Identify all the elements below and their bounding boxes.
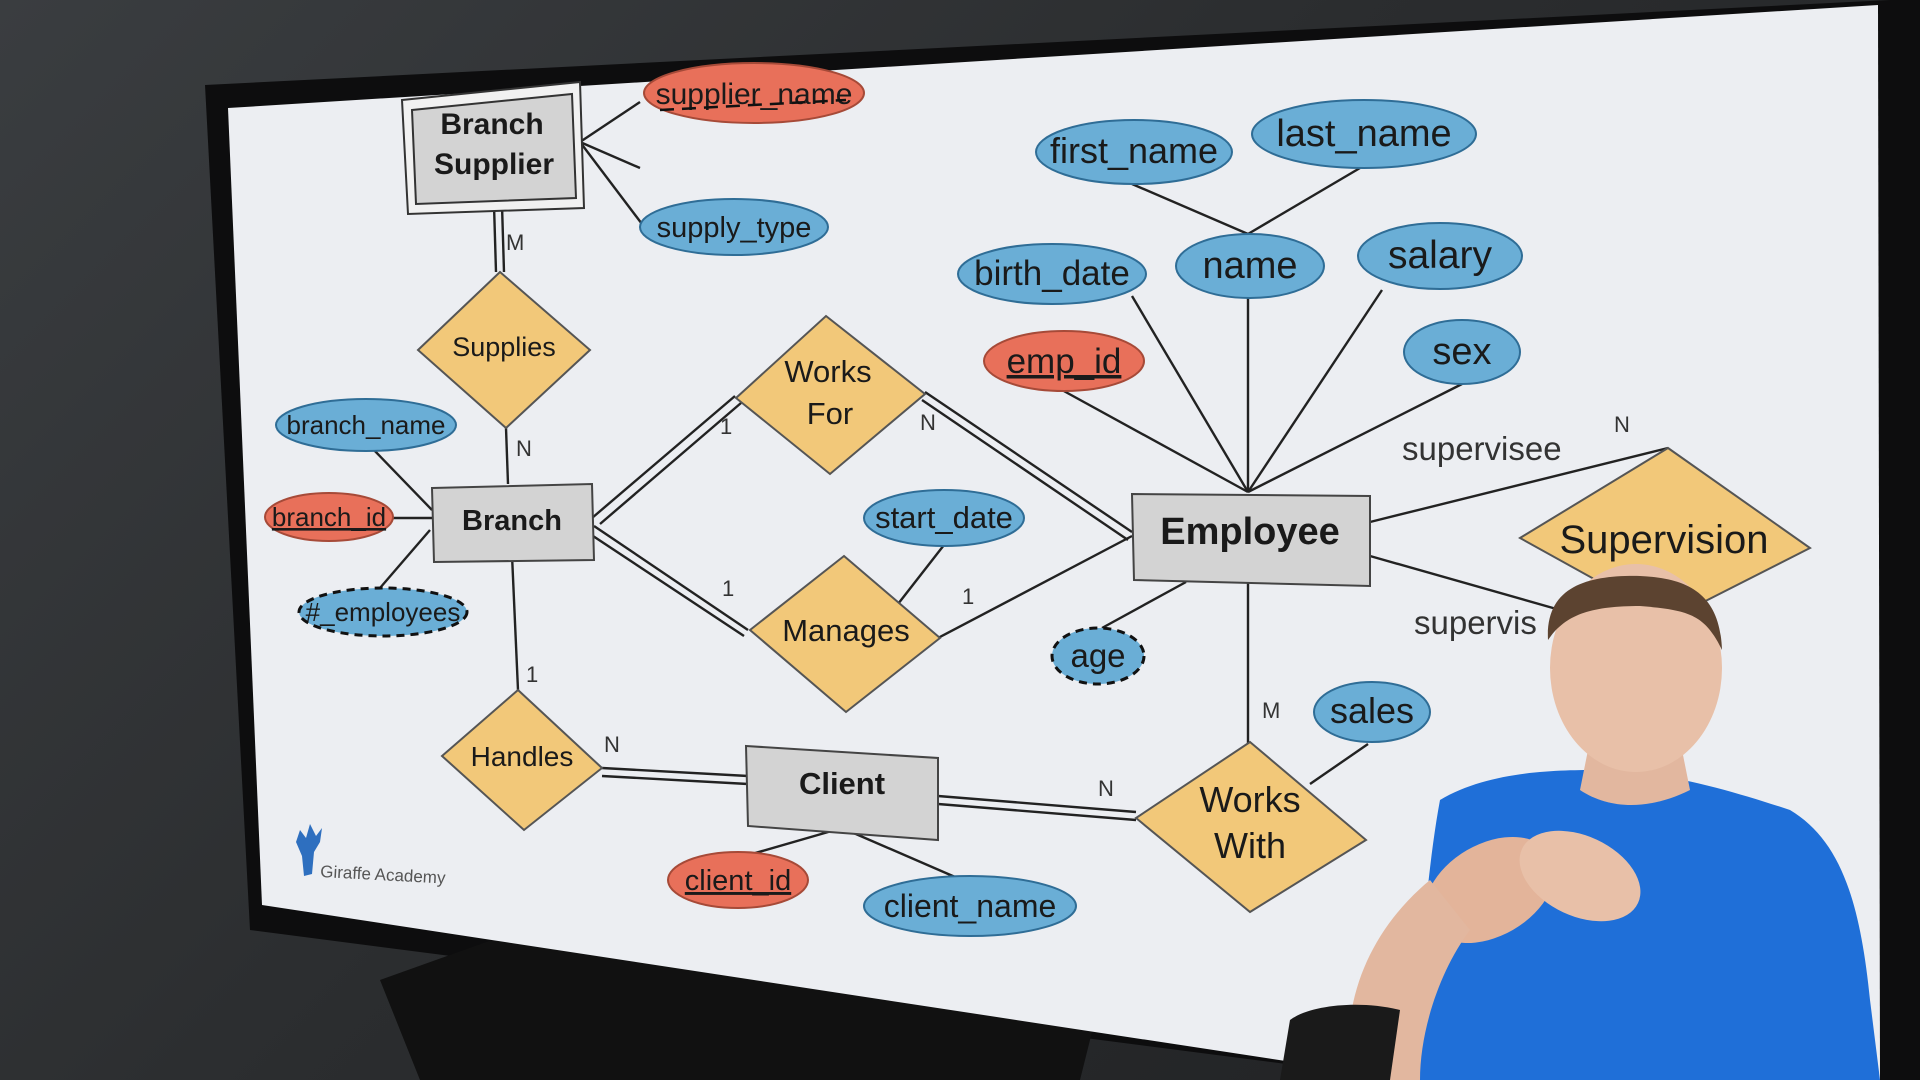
role-labels: supervisee supervis bbox=[1402, 430, 1562, 641]
attr-last-name-label: last_name bbox=[1276, 113, 1451, 155]
rel-works-for-line1: Works bbox=[784, 354, 871, 389]
card-handles-client: N bbox=[604, 732, 620, 757]
attr-sales-label: sales bbox=[1330, 690, 1414, 731]
entity-branch-supplier: Branch Supplier bbox=[400, 80, 586, 216]
entity-client-label: Client bbox=[799, 766, 885, 801]
attr-emp-id: emp_id bbox=[983, 330, 1145, 392]
rel-handles-label: Handles bbox=[471, 741, 574, 772]
rel-handles: Handles bbox=[440, 688, 604, 832]
cardinality-labels: M N 1 N 1 1 1 N M N N bbox=[506, 230, 1630, 801]
attr-client-id: client_id bbox=[667, 851, 809, 909]
attr-num-employees-label: #_employees bbox=[306, 597, 461, 627]
card-workswith-employee: M bbox=[1262, 698, 1280, 723]
attr-age: age bbox=[1050, 626, 1146, 686]
rel-works-with-line1: Works bbox=[1199, 779, 1300, 820]
presenter-head bbox=[1550, 564, 1722, 772]
attr-emp-id-label: emp_id bbox=[1007, 342, 1122, 381]
rel-manages: Manages bbox=[748, 554, 942, 714]
attr-client-name: client_name bbox=[863, 875, 1077, 937]
rel-works-with-line2: With bbox=[1214, 825, 1286, 866]
rel-manages-label: Manages bbox=[782, 613, 910, 648]
attr-supply-type-label: supply_type bbox=[657, 212, 812, 244]
card-supplies-supplier: M bbox=[506, 230, 524, 255]
role-supervisor: supervis bbox=[1414, 604, 1537, 641]
attr-branch-name: branch_name bbox=[275, 398, 457, 452]
attr-birth-date: birth_date bbox=[957, 243, 1147, 305]
card-worksfor-branch: 1 bbox=[720, 414, 732, 439]
attr-last-name: last_name bbox=[1251, 99, 1477, 169]
attr-sales: sales bbox=[1313, 681, 1431, 743]
card-workswith-client: N bbox=[1098, 776, 1114, 801]
attr-start-date: start_date bbox=[863, 489, 1025, 547]
rel-supplies-label: Supplies bbox=[452, 332, 556, 362]
entity-branch-label: Branch bbox=[462, 505, 562, 537]
attr-branch-id-label: branch_id bbox=[272, 502, 386, 532]
attr-name-label: name bbox=[1202, 245, 1297, 287]
entity-employee-label: Employee bbox=[1160, 511, 1340, 553]
rel-supervision: Supervision bbox=[1518, 446, 1812, 622]
tv-stand bbox=[380, 930, 1100, 1080]
entity-branch-supplier-line1: Branch bbox=[440, 108, 543, 141]
attr-first-name-label: first_name bbox=[1050, 130, 1218, 171]
rel-works-for-line2: For bbox=[807, 396, 854, 431]
rel-supervision-label: Supervision bbox=[1559, 518, 1768, 562]
presenter-person bbox=[1280, 564, 1880, 1080]
entity-branch: Branch bbox=[430, 482, 596, 564]
rel-supplies: Supplies bbox=[416, 270, 592, 430]
attr-client-id-label: client_id bbox=[685, 865, 791, 897]
attr-client-name-label: client_name bbox=[884, 888, 1057, 924]
attr-birth-date-label: birth_date bbox=[974, 254, 1130, 293]
attr-branch-id: branch_id bbox=[264, 492, 394, 542]
er-diagram: Branch Supplier Branch Employee Client S… bbox=[264, 62, 1812, 937]
role-supervisee: supervisee bbox=[1402, 430, 1562, 467]
attr-sex-label: sex bbox=[1432, 331, 1491, 373]
card-supervision-supervisee: N bbox=[1614, 412, 1630, 437]
attr-name: name bbox=[1175, 233, 1325, 299]
attr-supplier-name: supplier_name bbox=[643, 62, 865, 124]
attr-num-employees: #_employees bbox=[297, 586, 469, 638]
giraffe-icon bbox=[296, 824, 322, 876]
card-supplies-branch: N bbox=[516, 436, 532, 461]
attr-first-name: first_name bbox=[1035, 119, 1233, 185]
attr-branch-name-label: branch_name bbox=[287, 410, 446, 440]
rel-works-with: Works With bbox=[1134, 740, 1368, 914]
card-worksfor-employee: N bbox=[920, 410, 936, 435]
entity-employee: Employee bbox=[1130, 492, 1371, 588]
entity-branch-supplier-line2: Supplier bbox=[434, 148, 554, 181]
rel-works-for: Works For bbox=[734, 314, 927, 476]
attr-sex: sex bbox=[1403, 319, 1521, 385]
attr-start-date-label: start_date bbox=[875, 500, 1013, 535]
attr-supply-type: supply_type bbox=[639, 198, 829, 256]
entity-client: Client bbox=[744, 744, 939, 842]
card-handles-branch: 1 bbox=[526, 662, 538, 687]
attr-salary-label: salary bbox=[1388, 234, 1493, 277]
card-manages-branch: 1 bbox=[722, 576, 734, 601]
attr-salary: salary bbox=[1357, 222, 1523, 290]
connectors bbox=[371, 101, 1669, 882]
attr-age-label: age bbox=[1070, 637, 1125, 674]
card-manages-employee: 1 bbox=[962, 584, 974, 609]
